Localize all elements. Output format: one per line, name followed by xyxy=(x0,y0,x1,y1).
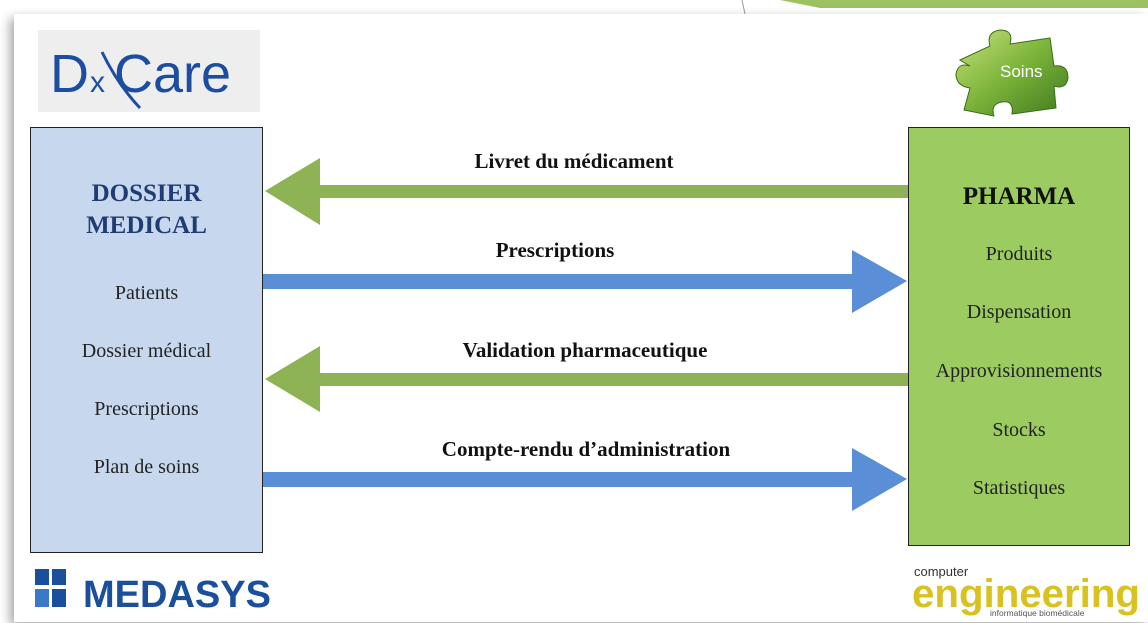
left-item-plan-de-soins: Plan de soins xyxy=(93,456,200,478)
label-compte-rendu: Compte-rendu d’administration xyxy=(441,437,731,461)
left-item-prescriptions: Prescriptions xyxy=(94,398,199,420)
svg-text:D: D xyxy=(50,44,89,104)
label-livret: Livret du médicament xyxy=(474,149,674,173)
arrow-validation xyxy=(265,346,908,412)
arrow-livret xyxy=(265,158,908,225)
ce-logo-top: computer xyxy=(914,564,969,579)
ce-logo-sub: informatique biomédicale xyxy=(990,608,1085,618)
right-item-approvisionnements: Approvisionnements xyxy=(935,360,1103,382)
left-item-dossier-medical: Dossier médical xyxy=(81,340,212,362)
dossier-medical-box: DOSSIER MEDICAL Patients Dossier médical… xyxy=(30,127,263,553)
ce-logo-main: engineering xyxy=(912,572,1140,616)
dxcare-logo: D x Care xyxy=(38,30,260,112)
dossier-medical-title: DOSSIER MEDICAL xyxy=(31,178,262,242)
right-item-stocks: Stocks xyxy=(992,419,1046,441)
svg-text:x: x xyxy=(90,66,105,99)
right-item-produits: Produits xyxy=(985,243,1053,265)
left-title-line-1: DOSSIER xyxy=(91,180,202,207)
label-validation: Validation pharmaceutique xyxy=(462,338,708,362)
soins-puzzle-logo: Soins xyxy=(950,22,1072,122)
arrow-prescriptions xyxy=(263,250,907,313)
medasys-logo: MEDASYS xyxy=(35,565,285,616)
left-item-patients: Patients xyxy=(114,282,179,304)
medasys-logo-text: MEDASYS xyxy=(83,574,271,613)
right-item-statistiques: Statistiques xyxy=(972,477,1066,499)
svg-text:Care: Care xyxy=(114,44,231,104)
computer-engineering-logo: computer engineering informatique bioméd… xyxy=(912,563,1144,618)
pharma-box: PHARMA Produits Dispensation Approvision… xyxy=(908,127,1130,546)
label-prescriptions: Prescriptions xyxy=(495,238,615,262)
top-decoration xyxy=(0,0,1148,14)
soins-logo-text: Soins xyxy=(1000,62,1043,81)
left-title-line-2: MEDICAL xyxy=(86,212,207,239)
pharma-title: PHARMA xyxy=(962,183,1076,210)
arrow-compte-rendu xyxy=(263,448,907,511)
right-item-dispensation: Dispensation xyxy=(966,301,1072,323)
